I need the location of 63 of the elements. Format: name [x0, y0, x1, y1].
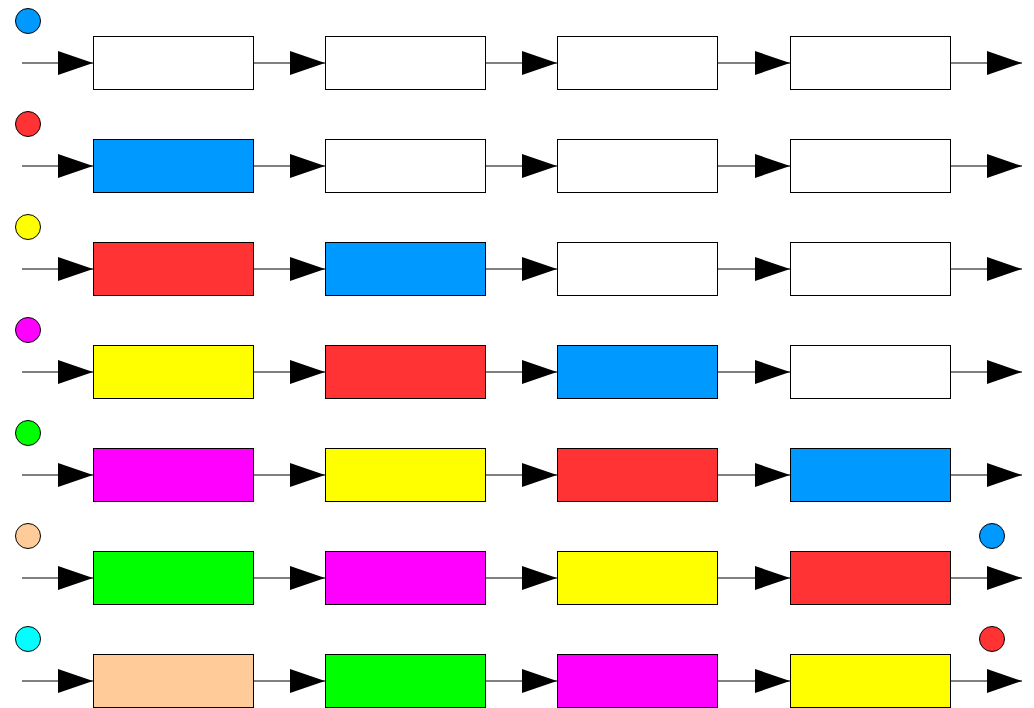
- stage-box: [93, 551, 254, 605]
- stage-box: [93, 139, 254, 193]
- arrow: [950, 360, 1023, 384]
- arrow: [717, 669, 791, 693]
- arrow: [253, 51, 326, 75]
- stage-box: [790, 242, 951, 296]
- stage-box: [557, 139, 718, 193]
- arrow: [485, 566, 558, 590]
- arrow: [21, 257, 94, 281]
- arrow: [485, 360, 558, 384]
- stage-box: [557, 345, 718, 399]
- stage-box: [790, 551, 951, 605]
- stage-box: [790, 36, 951, 90]
- arrow: [950, 566, 1023, 590]
- arrow: [950, 51, 1023, 75]
- arrow: [253, 669, 326, 693]
- arrow: [21, 360, 94, 384]
- stage-box: [325, 242, 486, 296]
- stage-box: [790, 448, 951, 502]
- arrow: [21, 463, 94, 487]
- arrow: [21, 51, 94, 75]
- arrow: [21, 154, 94, 178]
- stage-box: [325, 448, 486, 502]
- arrow: [21, 669, 94, 693]
- arrow: [485, 463, 558, 487]
- arrow: [253, 360, 326, 384]
- arrow: [950, 257, 1023, 281]
- stage-box: [557, 36, 718, 90]
- stage-box: [325, 551, 486, 605]
- arrow: [253, 566, 326, 590]
- stage-box: [557, 654, 718, 708]
- stage-box: [790, 654, 951, 708]
- stage-box: [93, 345, 254, 399]
- stage-box: [790, 345, 951, 399]
- arrow: [253, 154, 326, 178]
- stage-box: [557, 551, 718, 605]
- arrow: [717, 51, 791, 75]
- stage-box: [93, 242, 254, 296]
- stage-box: [557, 448, 718, 502]
- stage-box: [790, 139, 951, 193]
- arrow: [21, 566, 94, 590]
- stage-box: [325, 345, 486, 399]
- arrow: [717, 257, 791, 281]
- arrow: [717, 360, 791, 384]
- arrow: [485, 257, 558, 281]
- arrow: [717, 566, 791, 590]
- stage-box: [325, 36, 486, 90]
- stage-box: [93, 36, 254, 90]
- arrow: [950, 463, 1023, 487]
- stage-box: [93, 448, 254, 502]
- stage-box: [325, 654, 486, 708]
- arrow: [485, 669, 558, 693]
- arrow: [253, 463, 326, 487]
- arrow: [950, 669, 1023, 693]
- arrow: [485, 51, 558, 75]
- arrow: [485, 154, 558, 178]
- arrow: [717, 463, 791, 487]
- arrow: [950, 154, 1023, 178]
- stage-box: [557, 242, 718, 296]
- arrow: [253, 257, 326, 281]
- stage-box: [93, 654, 254, 708]
- arrow: [717, 154, 791, 178]
- stage-box: [325, 139, 486, 193]
